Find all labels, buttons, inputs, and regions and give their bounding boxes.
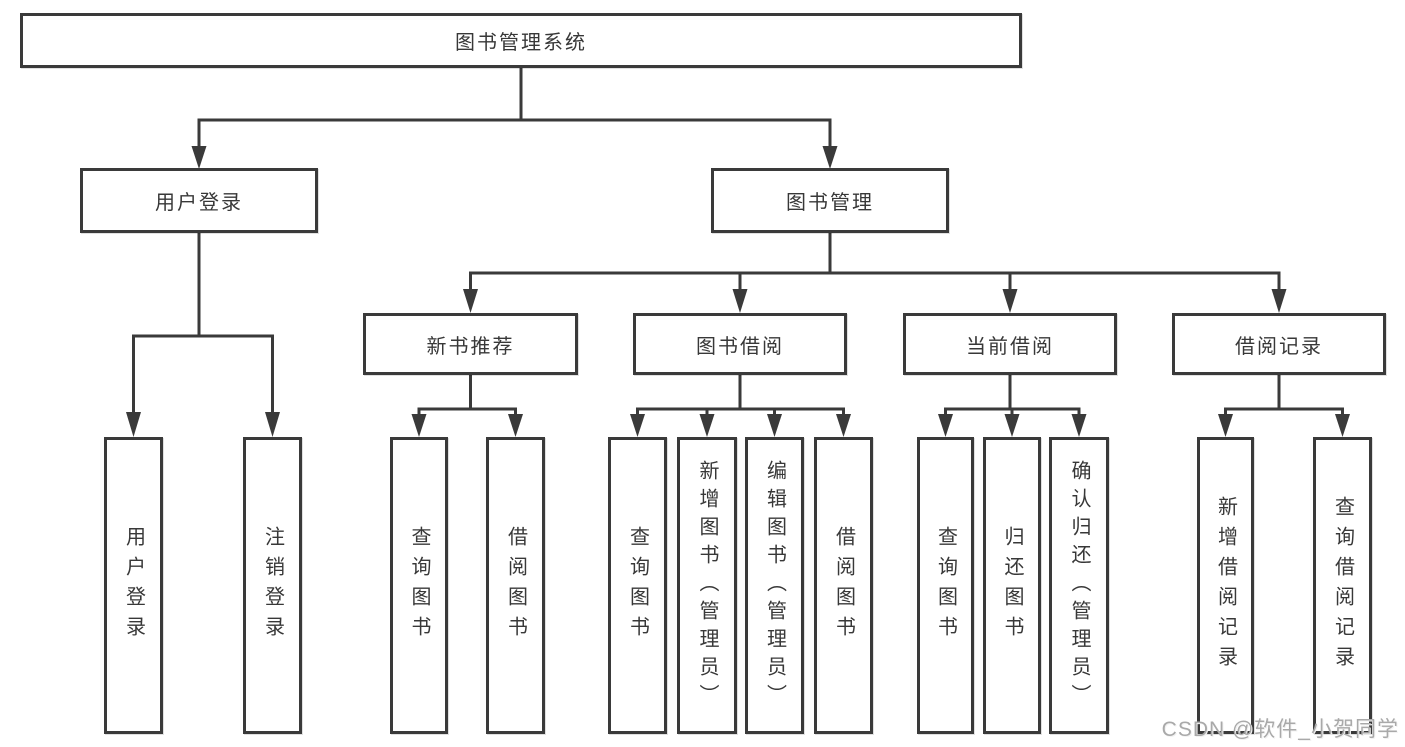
leaf-logout: 注销登录: [243, 437, 302, 734]
leaf-user-login-label: 用户登录: [122, 525, 145, 646]
leaf-query-borrow-record: 查询借阅记录: [1313, 437, 1372, 734]
node-borrow-records: 借阅记录: [1172, 313, 1386, 375]
leaf-query-books-borrow-label: 查询图书: [626, 525, 649, 646]
node-new-book-recommend-label: 新书推荐: [426, 335, 515, 358]
node-book-borrow: 图书借阅: [633, 313, 847, 375]
leaf-logout-label: 注销登录: [261, 525, 284, 646]
leaf-add-book-admin: 新增图书（管理员）: [677, 437, 737, 734]
node-current-borrow: 当前借阅: [903, 313, 1117, 375]
leaf-borrow-books-label: 借阅图书: [832, 525, 855, 646]
node-root: 图书管理系统: [20, 13, 1022, 68]
node-user-login-label: 用户登录: [155, 192, 243, 214]
node-root-label: 图书管理系统: [455, 32, 587, 54]
leaf-return-book: 归还图书: [983, 437, 1041, 734]
leaf-add-borrow-record-label: 新增借阅记录: [1214, 495, 1237, 676]
leaf-return-book-label: 归还图书: [1001, 525, 1023, 646]
leaf-user-login: 用户登录: [104, 437, 163, 734]
node-current-borrow-label: 当前借阅: [966, 335, 1054, 358]
leaf-edit-book-admin-label: 编辑图书（管理员）: [763, 459, 786, 712]
leaf-add-book-admin-label: 新增图书（管理员）: [696, 459, 718, 712]
node-new-book-recommend: 新书推荐: [363, 313, 578, 375]
leaf-borrow-books-recommend: 借阅图书: [486, 437, 545, 734]
node-book-borrow-label: 图书借阅: [696, 335, 784, 358]
leaf-borrow-books: 借阅图书: [814, 437, 873, 734]
leaf-add-borrow-record: 新增借阅记录: [1197, 437, 1254, 734]
watermark-text: CSDN @软件_小贺同学: [1161, 718, 1399, 741]
leaf-query-books-current-label: 查询图书: [934, 525, 957, 646]
leaf-edit-book-admin: 编辑图书（管理员）: [745, 437, 804, 734]
leaf-query-borrow-record-label: 查询借阅记录: [1331, 495, 1354, 676]
leaf-query-books-borrow: 查询图书: [608, 437, 667, 734]
leaf-query-books-recommend-label: 查询图书: [408, 525, 430, 646]
leaf-query-books-current: 查询图书: [917, 437, 974, 734]
node-book-management: 图书管理: [711, 168, 949, 233]
leaf-confirm-return-admin: 确认归还（管理员）: [1049, 437, 1109, 734]
node-user-login: 用户登录: [80, 168, 318, 233]
node-borrow-records-label: 借阅记录: [1235, 335, 1323, 358]
leaf-borrow-books-recommend-label: 借阅图书: [504, 525, 527, 646]
node-book-management-label: 图书管理: [786, 192, 874, 214]
leaf-confirm-return-admin-label: 确认归还（管理员）: [1068, 459, 1090, 712]
leaf-query-books-recommend: 查询图书: [390, 437, 448, 734]
